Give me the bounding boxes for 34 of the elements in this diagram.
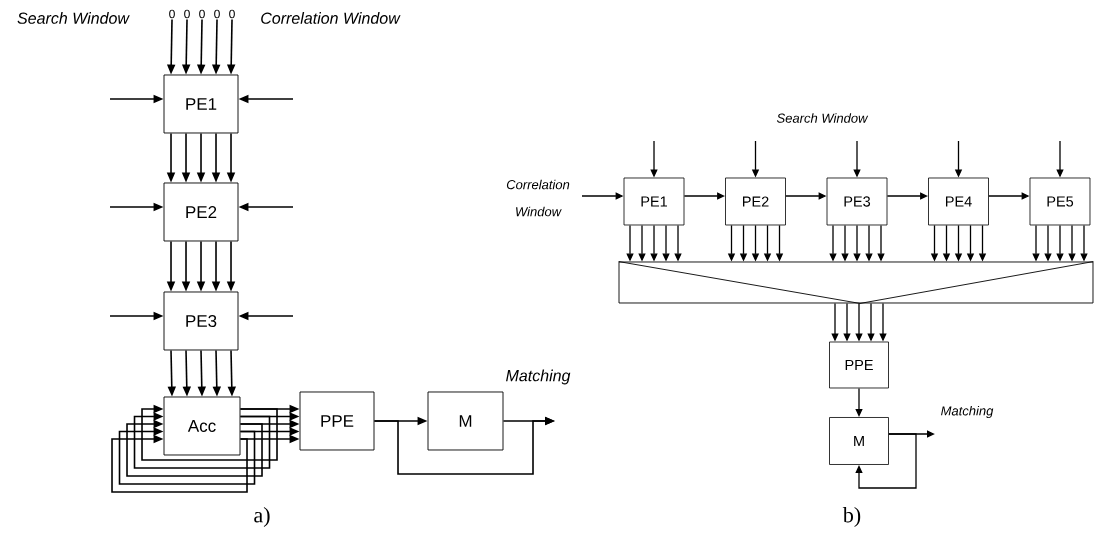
input-value: 0 [214, 9, 220, 19]
signal-label: Correlation Window [506, 179, 570, 217]
process-box: PPE [829, 341, 889, 389]
process-box: M [829, 417, 889, 465]
process-box: PE4 [928, 177, 989, 226]
signal-label: Matching [941, 405, 994, 419]
signal-label: Search Window [17, 12, 130, 24]
process-box: PE2 [163, 182, 239, 242]
feedback-arrow [111, 434, 248, 493]
feedback-arrow [141, 404, 278, 461]
process-box: M [427, 391, 504, 451]
signal-label: Correlation Window [261, 12, 401, 24]
funnel-block [618, 261, 1094, 304]
process-box: PE3 [826, 177, 888, 226]
panel-label: a) [254, 507, 270, 527]
process-box: PE5 [1029, 177, 1091, 226]
process-box: Acc [163, 396, 241, 456]
signal-label: Matching [506, 369, 571, 385]
feedback-arrow [855, 433, 917, 489]
process-box: PE3 [163, 291, 239, 351]
input-value: 0 [169, 9, 175, 19]
feedback-arrow [118, 427, 256, 485]
arrow [855, 387, 863, 417]
process-box: PE1 [623, 177, 685, 226]
process-box: PE2 [725, 177, 786, 226]
process-box: PE1 [163, 74, 239, 134]
process-box: PPE [299, 391, 375, 451]
input-value: 0 [184, 9, 190, 19]
input-value: 0 [229, 9, 235, 19]
feedback-arrow [126, 419, 263, 477]
input-value: 0 [199, 9, 205, 19]
signal-label: Search Window [776, 113, 869, 123]
feedback-arrow [133, 412, 271, 469]
panel-label: b) [842, 507, 861, 527]
